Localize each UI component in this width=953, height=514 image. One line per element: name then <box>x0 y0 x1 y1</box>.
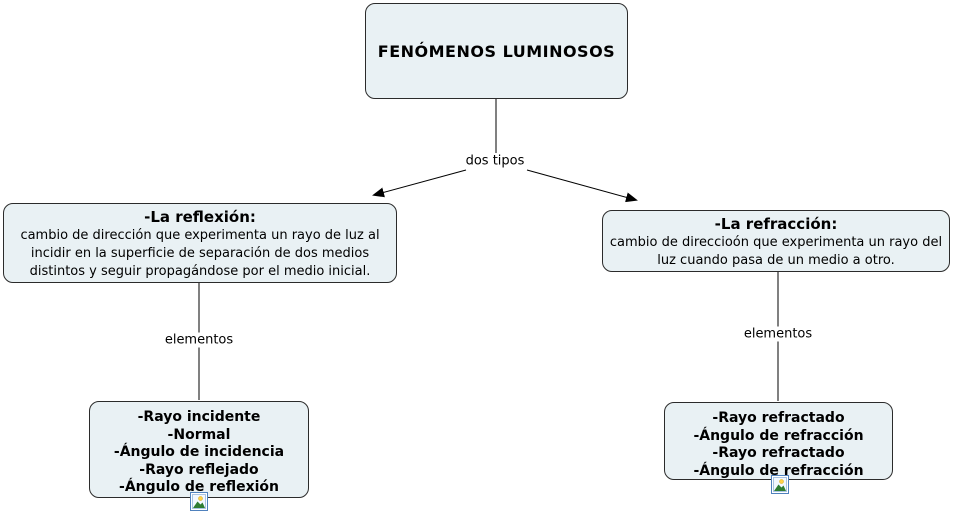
linking-phrase-elementos-left[interactable]: elementos <box>161 332 237 348</box>
element-line: -Rayo refractado <box>712 445 845 461</box>
linking-phrase-elementos-right[interactable]: elementos <box>740 326 816 342</box>
element-line: -Rayo incidente <box>137 409 261 425</box>
element-line: -Normal <box>167 426 231 443</box>
reflection-heading: -La reflexión: <box>144 208 256 226</box>
linking-phrase-dos-tipos[interactable]: dos tipos <box>462 153 528 169</box>
link-types-to-refraction <box>526 169 638 203</box>
reflection-concept-node[interactable]: -La reflexión: cambio de dirección que e… <box>3 203 397 283</box>
element-line: -Ángulo de refracción <box>693 427 864 444</box>
refraction-concept-node[interactable]: -La refracción: cambio de direccioón que… <box>602 210 950 272</box>
refraction-heading: -La refracción: <box>714 215 838 233</box>
refraction-elements-node[interactable]: -Rayo refractado -Ángulo de refracción -… <box>664 402 893 480</box>
root-concept-node[interactable]: FENÓMENOS LUMINOSOS <box>365 3 628 99</box>
element-line: -Ángulo de incidencia <box>113 444 285 460</box>
link-types-to-reflection <box>372 169 467 198</box>
reflection-elements-node[interactable]: -Rayo incidente -Normal -Ángulo de incid… <box>89 401 309 498</box>
element-line: -Rayo refractado <box>712 410 845 426</box>
element-line: -Ángulo de refracción <box>693 462 864 479</box>
element-line: -Ángulo de reflexión <box>119 479 279 495</box>
reflection-body: cambio de dirección que experimenta un r… <box>20 228 380 279</box>
root-concept-label: FENÓMENOS LUMINOSOS <box>377 41 616 61</box>
image-attachment-icon[interactable] <box>771 475 789 494</box>
element-line: -Rayo reflejado <box>139 461 259 478</box>
refraction-body: cambio de direccioón que experimenta un … <box>609 235 943 268</box>
image-attachment-icon[interactable] <box>190 492 208 511</box>
